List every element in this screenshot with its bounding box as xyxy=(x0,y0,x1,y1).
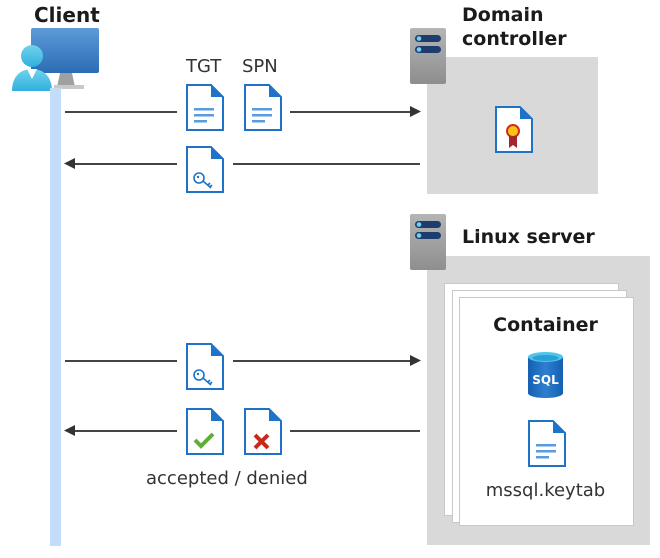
spn-document-icon xyxy=(243,84,283,132)
denied-cross-icon xyxy=(243,408,283,456)
container-panel xyxy=(459,297,634,526)
service-ticket-key-icon xyxy=(185,343,225,391)
keytab-document-icon xyxy=(527,420,567,468)
arrow-line xyxy=(65,360,177,362)
arrow-line xyxy=(65,111,177,113)
arrow-line xyxy=(233,163,420,165)
sql-icon-text: SQL xyxy=(532,373,559,387)
arrow-line xyxy=(74,163,177,165)
arrowhead-right-icon xyxy=(410,106,421,117)
accepted-check-icon xyxy=(185,408,225,456)
domain-controller-title-line1: Domain xyxy=(462,4,544,26)
arrow-line xyxy=(233,360,412,362)
service-ticket-key-icon xyxy=(185,146,225,194)
server-icon xyxy=(410,28,446,84)
client-title: Client xyxy=(34,3,100,27)
server-icon xyxy=(410,214,446,270)
sql-database-icon: SQL xyxy=(527,351,564,399)
spn-label: SPN xyxy=(242,56,278,77)
container-title: Container xyxy=(493,314,598,336)
linux-server-title: Linux server xyxy=(462,226,595,248)
user-computer-icon xyxy=(10,27,102,93)
certificate-icon xyxy=(494,106,534,154)
arrowhead-left-icon xyxy=(64,425,75,436)
arrow-line xyxy=(290,430,420,432)
arrowhead-right-icon xyxy=(410,355,421,366)
tgt-document-icon xyxy=(185,84,225,132)
domain-controller-title-line2: controller xyxy=(462,28,567,50)
arrowhead-left-icon xyxy=(64,158,75,169)
arrow-line xyxy=(290,111,412,113)
tgt-label: TGT xyxy=(186,56,222,77)
keytab-label: mssql.keytab xyxy=(485,480,606,501)
result-label: accepted / denied xyxy=(146,468,308,489)
client-lifeline xyxy=(50,88,61,546)
arrow-line xyxy=(74,430,177,432)
domain-controller-title: Domain controller xyxy=(462,3,567,51)
